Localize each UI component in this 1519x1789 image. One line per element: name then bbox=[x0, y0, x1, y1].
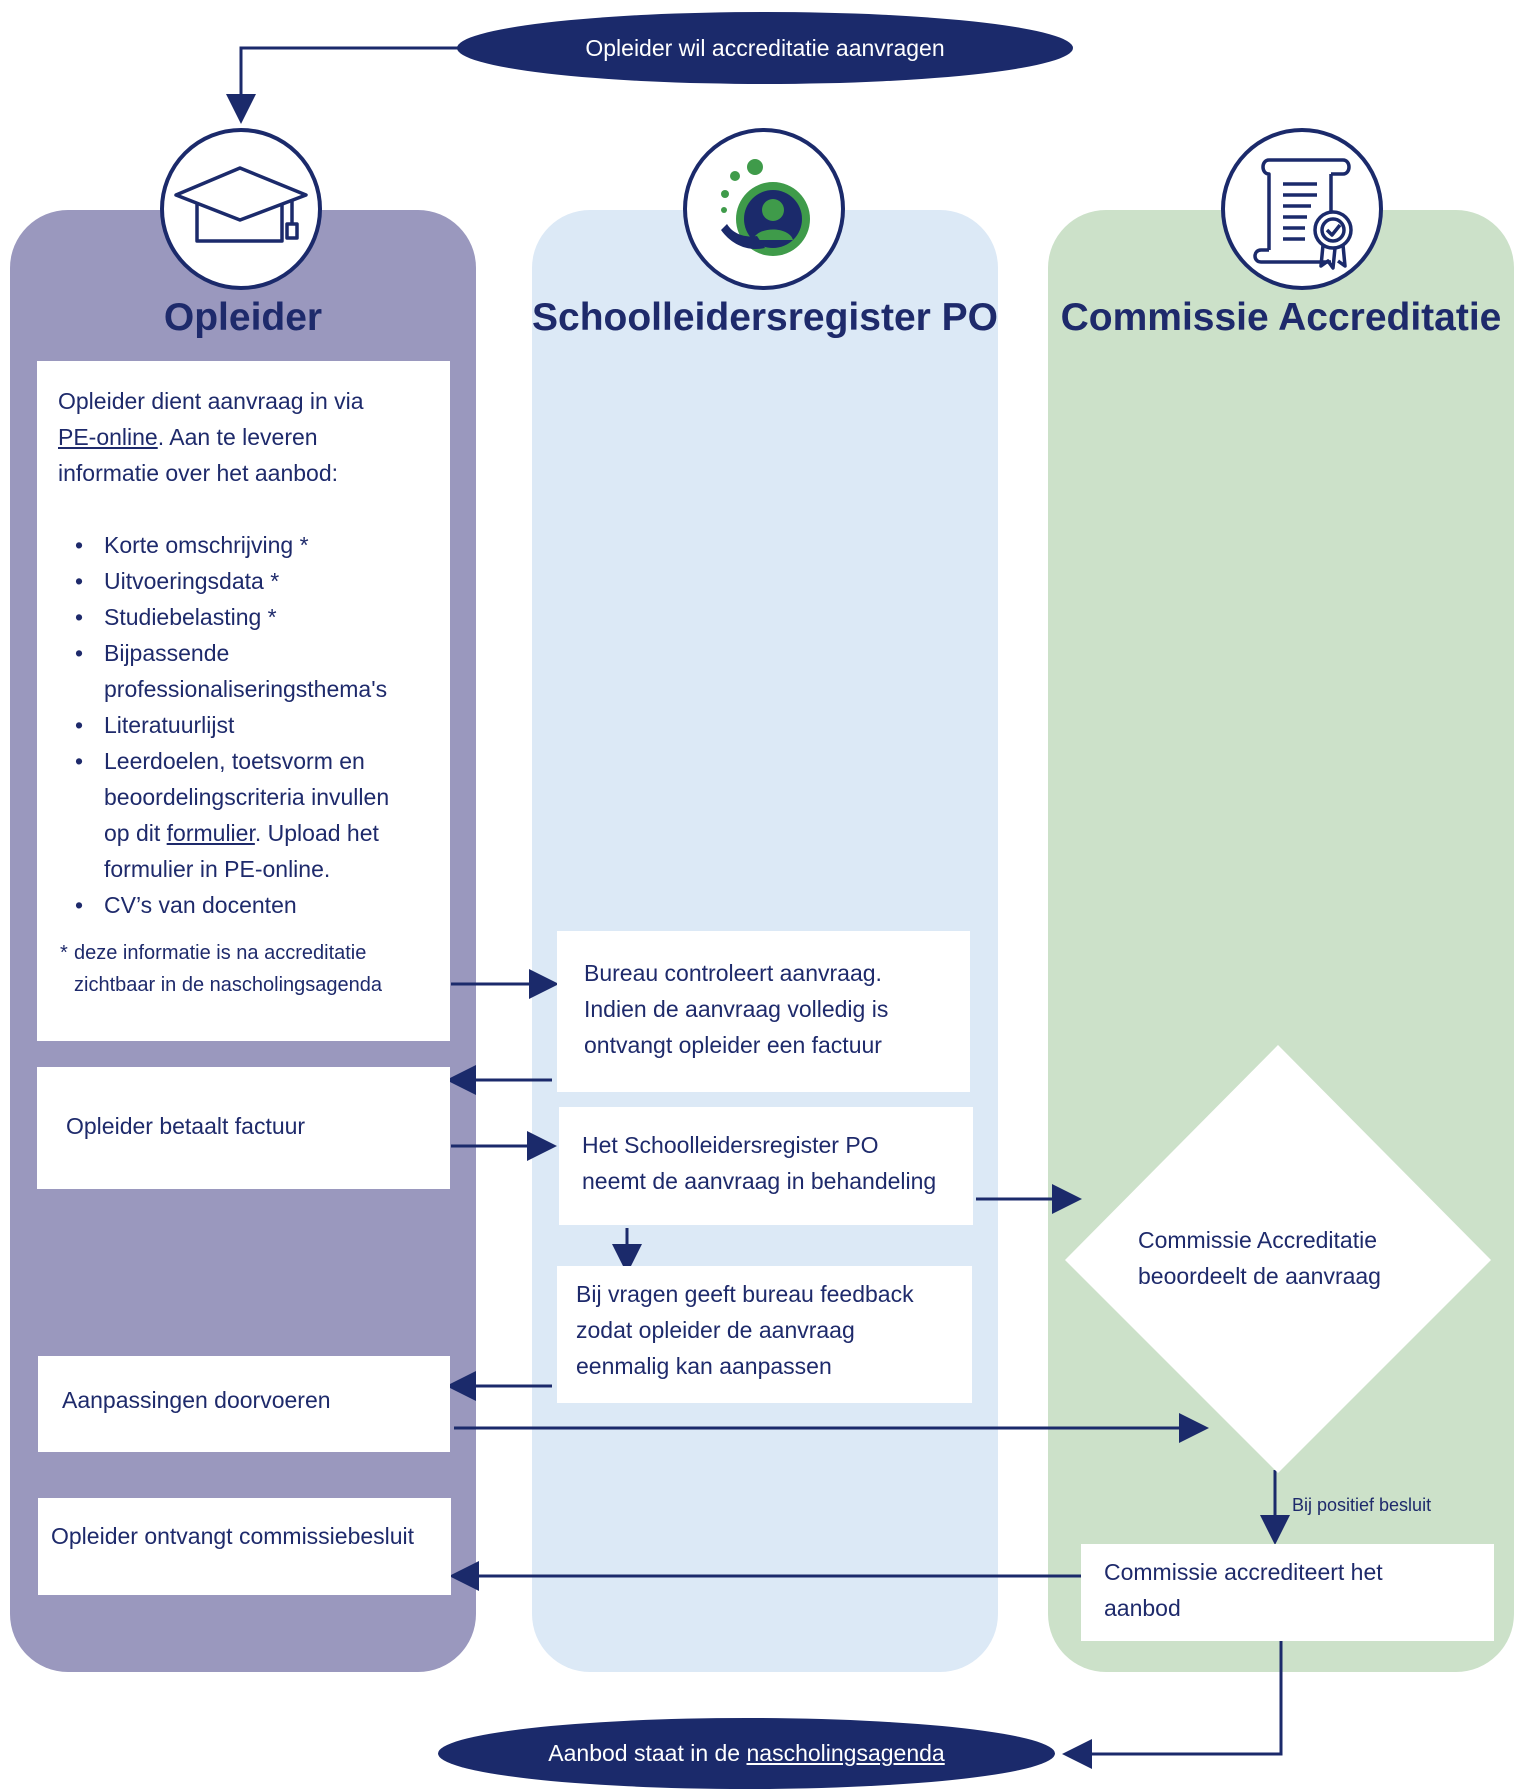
certificate-scroll-icon bbox=[1253, 158, 1353, 270]
person-growth-icon bbox=[721, 159, 810, 256]
arrow-start-to-opleider bbox=[226, 46, 458, 124]
start-label: Opleider wil accreditatie aanvragen bbox=[585, 34, 945, 61]
opleider-icon-circle bbox=[160, 128, 322, 290]
beoordeelt-diamond bbox=[1065, 1045, 1491, 1473]
pe-online-link[interactable]: PE-online bbox=[58, 424, 158, 450]
end-label: Aanbod staat in de nascholingsagenda bbox=[548, 1740, 945, 1766]
graduation-cap-icon bbox=[174, 166, 308, 243]
heading-commissie: Commissie Accreditatie bbox=[1060, 296, 1502, 339]
commissie-icon-circle bbox=[1221, 128, 1383, 290]
positief-label: Bij positief besluit bbox=[1292, 1495, 1432, 1515]
end-terminal: Aanbod staat in de nascholingsagenda bbox=[438, 1718, 1055, 1789]
ontvangt-box: Opleider ontvangt commissiebesluit bbox=[38, 1498, 451, 1595]
list-item: Studiebelasting * bbox=[58, 599, 450, 635]
list-item: Uitvoeringsdata * bbox=[58, 563, 450, 599]
register-icon-circle bbox=[683, 128, 845, 290]
aanvraag-box: Opleider dient aanvraag in via PE-online… bbox=[37, 361, 450, 1041]
nascholingsagenda-link[interactable]: nascholingsagenda bbox=[746, 1740, 945, 1766]
bureau-box: Bureau controleert aanvraag.Indien de aa… bbox=[557, 931, 970, 1092]
aanpassingen-box: Aanpassingen doorvoeren bbox=[38, 1356, 450, 1452]
list-item: Leerdoelen, toetsvorm enbeoordelingscrit… bbox=[58, 743, 450, 887]
list-item: Korte omschrijving * bbox=[58, 527, 450, 563]
heading-opleider: Opleider bbox=[163, 296, 323, 339]
heading-register: Schoolleidersregister PO bbox=[532, 296, 999, 339]
arrow-accrediteert-to-end bbox=[1062, 1640, 1283, 1769]
start-terminal: Opleider wil accreditatie aanvragen bbox=[457, 12, 1073, 84]
list-item: CV’s van docenten bbox=[58, 887, 450, 923]
betaalt-box: Opleider betaalt factuur bbox=[37, 1067, 450, 1189]
list-item: Literatuurlijst bbox=[58, 707, 450, 743]
formulier-link[interactable]: formulier bbox=[166, 820, 255, 846]
aanvraag-items-list: Korte omschrijving * Uitvoeringsdata * S… bbox=[58, 527, 450, 923]
